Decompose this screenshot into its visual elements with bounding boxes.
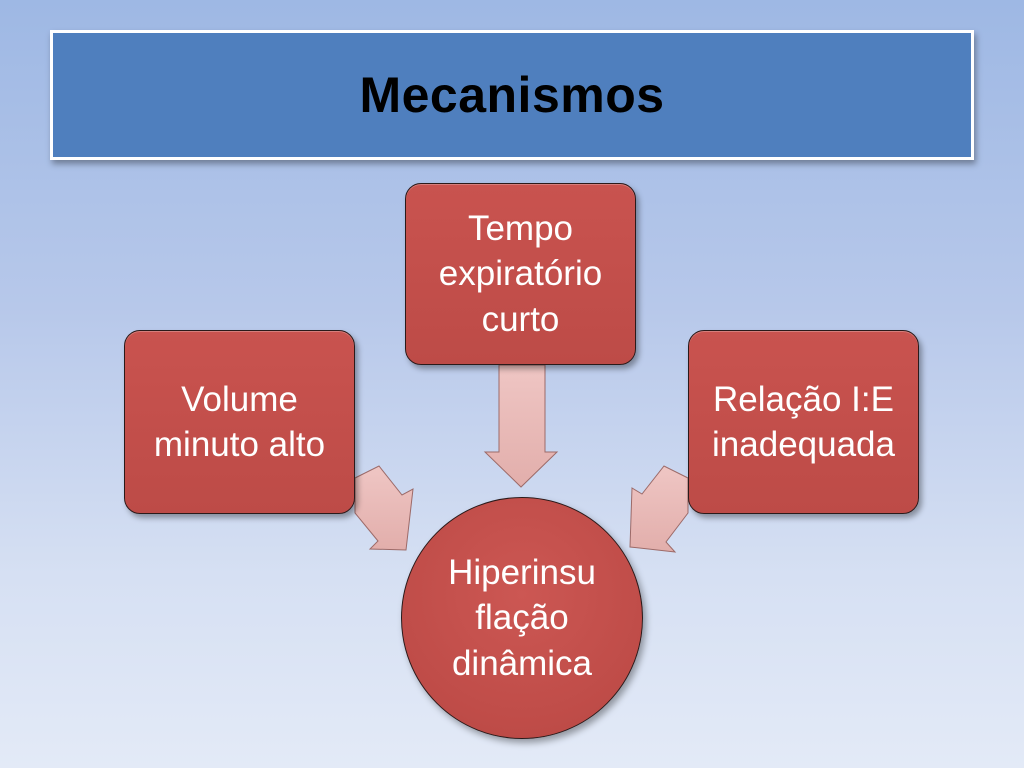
slide-title: Mecanismos	[359, 67, 665, 123]
title-bar: Mecanismos	[50, 30, 974, 160]
node-tempo-expiratorio-curto: Tempo expiratório curto	[405, 183, 636, 365]
node-volume-minuto-alto: Volume minuto alto	[124, 330, 355, 514]
node-relacao-line-1: Relação I:E	[713, 379, 894, 419]
node-relacao-line-2: inadequada	[712, 425, 895, 464]
node-volume-line-1: Volume	[181, 379, 298, 419]
arrow-volume-to-center	[354, 465, 414, 551]
node-center-line-1: Hiperinsu	[448, 552, 596, 592]
node-center-line-3: dinâmica	[451, 643, 593, 683]
node-center-line-2: flação	[475, 598, 569, 638]
arrow-relacao-to-center	[629, 465, 689, 553]
node-tempo-line-3: curto	[481, 299, 560, 339]
node-tempo-line-2: expiratório	[438, 254, 603, 294]
node-relacao-ie-inadequada: Relação I:E inadequada	[688, 330, 919, 514]
node-tempo-line-1: Tempo	[467, 208, 574, 248]
node-volume-line-2: minuto alto	[153, 425, 326, 464]
arrow-tempo-to-center	[483, 364, 559, 488]
node-hiperinsuflacao-dinamica: Hiperinsu flação dinâmica	[401, 497, 643, 739]
